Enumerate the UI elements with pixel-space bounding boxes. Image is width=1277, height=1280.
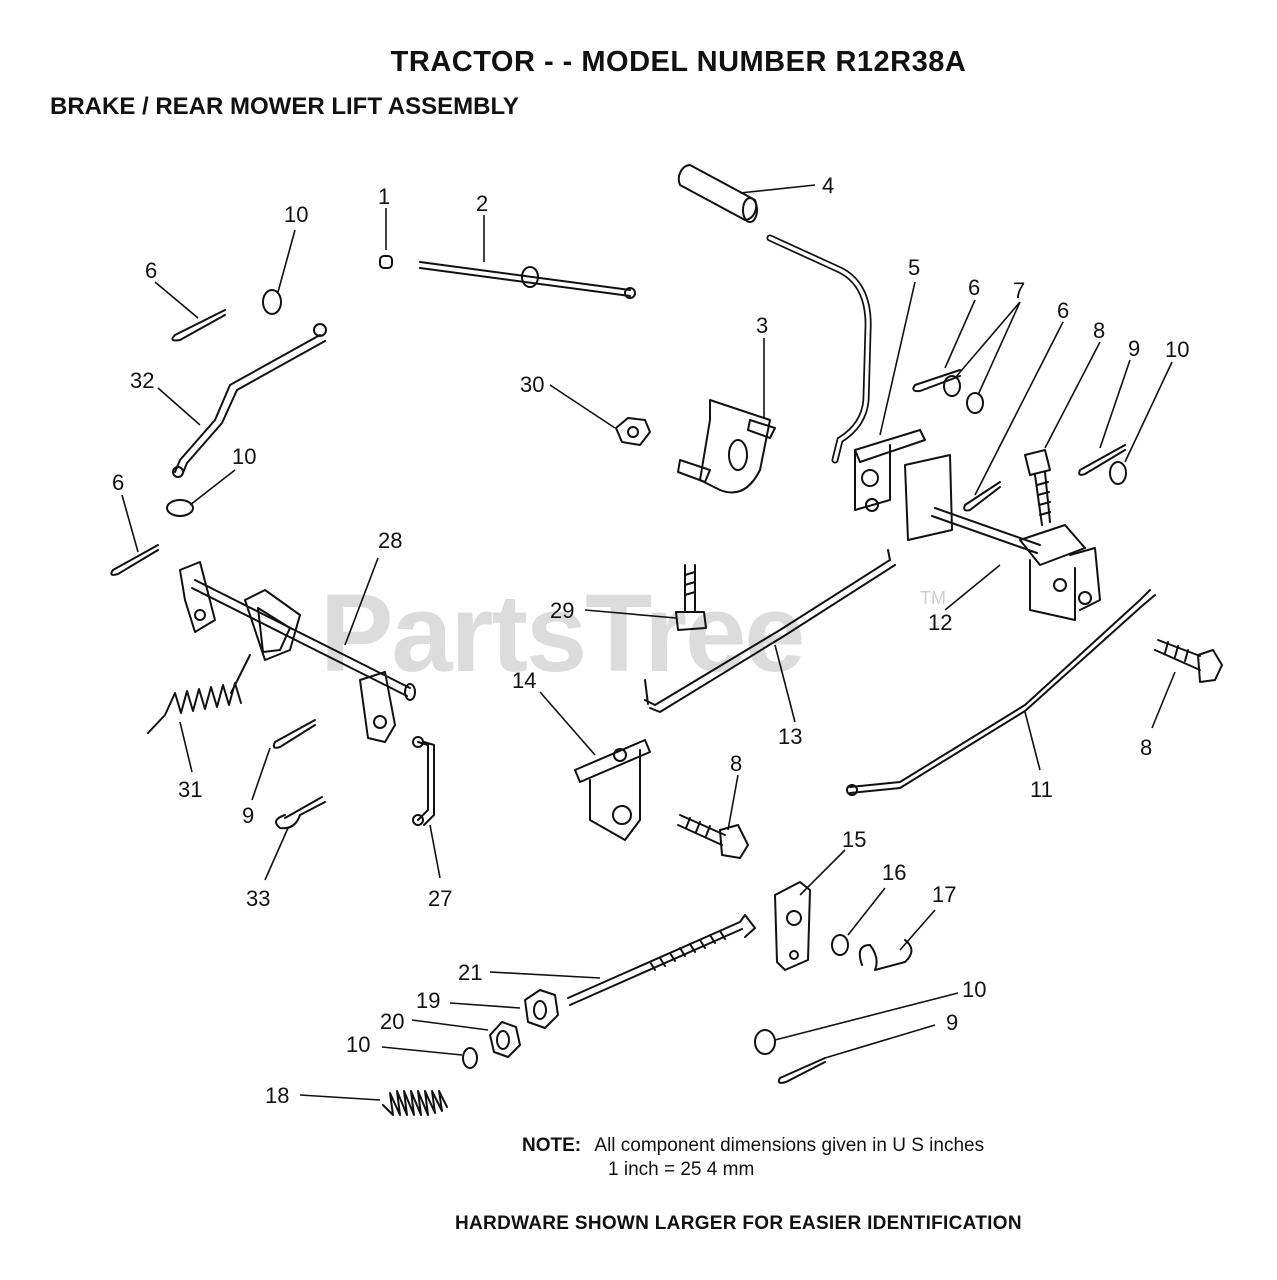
callout-3: 3 — [756, 313, 768, 338]
callout-10-upper-left: 10 — [284, 202, 308, 227]
part-13-rod[interactable] — [644, 549, 896, 713]
callout-9-lower-right: 9 — [946, 1010, 958, 1035]
callout-6-mid-left: 6 — [112, 470, 124, 495]
callout-31: 31 — [178, 777, 202, 802]
callout-12: 12 — [928, 610, 952, 635]
part-10-washer-lower-left[interactable] — [462, 1047, 478, 1069]
part-9-cotter-pin-lower-right[interactable] — [777, 1057, 826, 1084]
part-10-washer-upper-left[interactable] — [262, 289, 282, 315]
callout-9-upper-right: 9 — [1128, 336, 1140, 361]
callout-6-upper-right: 6 — [968, 275, 980, 300]
callout-29: 29 — [550, 598, 574, 623]
part-14-bracket[interactable] — [574, 739, 651, 841]
callout-33: 33 — [246, 886, 270, 911]
callout-10-lower-left: 10 — [346, 1032, 370, 1057]
part-3-bracket[interactable] — [677, 399, 776, 494]
part-18-spring[interactable] — [382, 1090, 448, 1116]
part-28-lift-shaft[interactable] — [179, 561, 416, 743]
callout-20: 20 — [380, 1009, 404, 1034]
callout-13: 13 — [778, 724, 802, 749]
callout-14: 14 — [512, 668, 536, 693]
dimension-note: NOTE: All component dimensions given in … — [522, 1134, 984, 1182]
note-line-1: All component dimensions given in U S in… — [594, 1135, 985, 1156]
part-8-bolt-right[interactable] — [1154, 639, 1223, 683]
callout-15: 15 — [842, 827, 866, 852]
callout-21: 21 — [458, 960, 482, 985]
callout-16: 16 — [882, 860, 906, 885]
part-21-threaded-rod[interactable] — [567, 914, 756, 1006]
callout-8-right: 8 — [1140, 735, 1152, 760]
callout-10-lower-right: 10 — [962, 977, 986, 1002]
part-5-lift-lever[interactable] — [766, 234, 953, 541]
callout-10-upper-right: 10 — [1165, 337, 1189, 362]
part-9-cotter-pin-upper-right[interactable] — [1078, 444, 1126, 476]
part-11-rod[interactable] — [846, 589, 1156, 796]
part-6-cotter-pin-upper-right[interactable] — [912, 369, 961, 393]
part-33-hair-pin[interactable] — [275, 796, 326, 830]
part-12-cross-shaft[interactable] — [931, 507, 1101, 621]
part-29-bolt[interactable] — [675, 564, 707, 631]
part-31-spring[interactable] — [147, 654, 251, 734]
part-27-link[interactable] — [412, 736, 435, 826]
callout-8-lower: 8 — [730, 751, 742, 776]
watermark: PartsTree — [320, 572, 805, 695]
part-32-rod[interactable] — [172, 323, 327, 478]
callout-27: 27 — [428, 886, 452, 911]
callout-1: 1 — [378, 184, 390, 209]
page-subtitle: BRAKE / REAR MOWER LIFT ASSEMBLY — [50, 93, 519, 120]
callout-10-mid-left: 10 — [232, 444, 256, 469]
callout-11: 11 — [1030, 777, 1053, 802]
part-8-bolt-lower[interactable] — [677, 814, 749, 859]
callout-7: 7 — [1013, 278, 1025, 303]
part-7-washers[interactable] — [943, 375, 984, 414]
note-line-2: 1 inch = 25 4 mm — [608, 1159, 755, 1180]
part-2-rod[interactable] — [419, 261, 636, 299]
callout-4: 4 — [822, 173, 834, 198]
callout-8-upper: 8 — [1093, 318, 1105, 343]
page-title: TRACTOR - - MODEL NUMBER R12R38A — [390, 46, 967, 78]
part-19-nut[interactable] — [524, 989, 559, 1029]
part-8-bolt-upper[interactable] — [1024, 449, 1051, 526]
part-17-clip[interactable] — [858, 939, 913, 971]
part-6-cotter-pin-shaft[interactable] — [963, 481, 1001, 512]
part-16-washer[interactable] — [831, 934, 849, 956]
note-label: NOTE: — [522, 1135, 582, 1156]
callout-6-shaft: 6 — [1057, 298, 1069, 323]
part-6-cotter-pin-mid-left[interactable] — [110, 544, 159, 576]
callout-32: 32 — [130, 368, 154, 393]
part-10-washer-upper-right[interactable] — [1109, 461, 1127, 485]
callout-17: 17 — [932, 882, 956, 907]
watermark-tm: TM — [920, 588, 946, 608]
hardware-note: HARDWARE SHOWN LARGER FOR EASIER IDENTIF… — [455, 1213, 1022, 1234]
callout-2: 2 — [476, 191, 488, 216]
callout-18: 18 — [265, 1083, 289, 1108]
callout-6-upper-left: 6 — [145, 258, 157, 283]
part-6-cotter-pin-upper-left[interactable] — [171, 309, 226, 342]
part-15-plate[interactable] — [774, 881, 811, 971]
part-10-washer-mid-left[interactable] — [166, 499, 194, 517]
callout-19: 19 — [416, 988, 440, 1013]
callout-28: 28 — [378, 528, 402, 553]
callout-30: 30 — [520, 372, 544, 397]
part-1-cap[interactable] — [379, 255, 393, 269]
part-20-nut[interactable] — [489, 1021, 521, 1058]
part-4-grip[interactable] — [677, 164, 758, 223]
callout-5: 5 — [908, 255, 920, 280]
part-10-washer-lower-right[interactable] — [754, 1029, 776, 1055]
part-9-cotter-pin-left[interactable] — [272, 719, 316, 749]
callout-9-left: 9 — [242, 803, 254, 828]
part-30-nut[interactable] — [615, 417, 651, 446]
